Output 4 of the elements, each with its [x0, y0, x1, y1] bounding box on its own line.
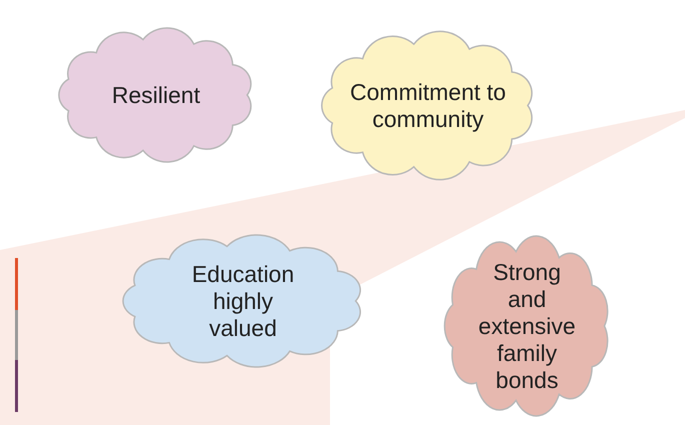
cloud-label: Commitment to community	[349, 78, 507, 132]
cloud-label: Resilient	[112, 82, 200, 108]
cloud-label: Strong and extensive family bonds	[477, 258, 577, 394]
cloud-label: Education highly valued	[190, 260, 296, 342]
